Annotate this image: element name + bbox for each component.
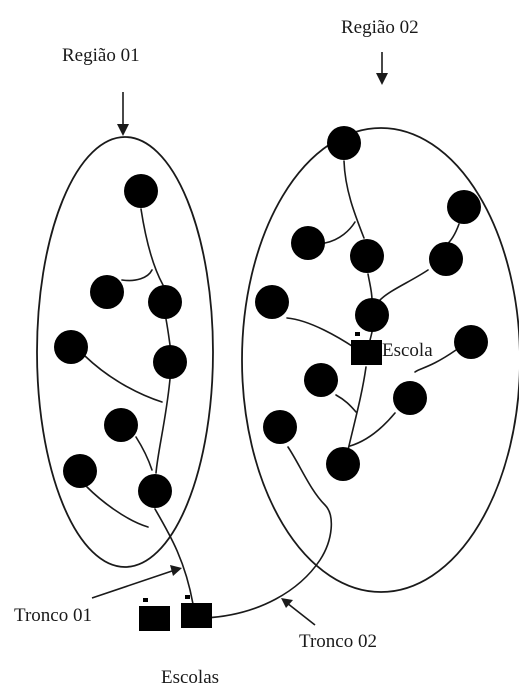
person-icon [138,474,172,508]
person-icon [304,363,338,397]
person-icon [327,126,361,160]
label-escola: Escola [382,340,433,361]
label-regiao-01: Região 01 [62,45,140,66]
person-icon [63,454,97,488]
person-icon [153,345,187,379]
person-icon [350,239,384,273]
school-icon [351,332,382,365]
school-icon [139,598,170,631]
region-02-boundary [241,127,519,593]
person-icon [104,408,138,442]
person-icon [454,325,488,359]
person-icon [291,226,325,260]
label-regiao-02: Região 02 [341,17,419,38]
person-icon [54,330,88,364]
person-icon [429,242,463,276]
person-icon [326,447,360,481]
label-tronco-01: Tronco 01 [14,605,92,626]
person-icon [393,381,427,415]
arrow-tronco-01 [91,565,182,599]
school-icon [181,595,212,628]
person-icon [90,275,124,309]
label-escolas: Escolas [161,667,219,687]
arrow-regiao-02 [376,52,388,85]
person-icon [124,174,158,208]
label-tronco-02: Tronco 02 [299,631,377,652]
person-icon [263,410,297,444]
person-icon [447,190,481,224]
person-icon [355,298,389,332]
person-icon [148,285,182,319]
arrow-tronco-02 [281,598,316,626]
person-icon [255,285,289,319]
region-01-boundary [36,136,214,568]
arrow-regiao-01 [117,92,129,136]
region-01-tree [84,208,194,605]
